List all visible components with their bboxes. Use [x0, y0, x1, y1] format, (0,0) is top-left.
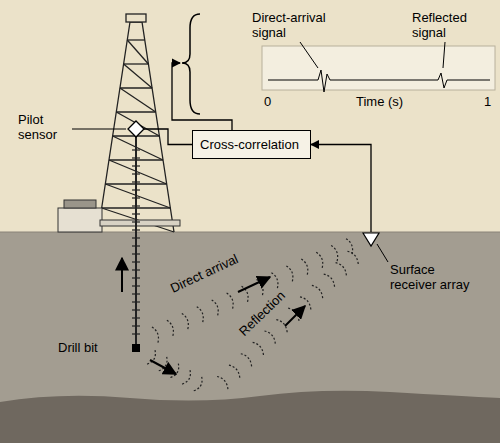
reflection-arrow	[285, 306, 305, 326]
drill-bit	[132, 344, 140, 352]
process-box: Cross-correlation	[192, 130, 311, 159]
leader-line	[377, 244, 388, 262]
pipe-joint	[132, 189, 140, 190]
receiver-callout: Surface receiver array	[362, 232, 480, 294]
leader-line	[72, 129, 126, 130]
axis-label: 0	[264, 94, 271, 109]
derrick-brace	[116, 112, 159, 136]
wavefront	[315, 251, 323, 267]
wavefronts	[147, 238, 358, 391]
pipe-joint	[132, 301, 140, 302]
pipe-joint	[132, 333, 140, 334]
wavefront	[215, 376, 227, 389]
wavefront	[227, 365, 239, 378]
pipe-joint	[132, 317, 140, 318]
pipe-joint	[132, 213, 140, 214]
wavefront	[150, 326, 158, 342]
wavefront	[263, 331, 275, 344]
derrick-brace	[113, 136, 163, 160]
derrick-brace	[109, 160, 167, 184]
signal-label: Direct-arrival signal	[252, 10, 332, 40]
derrick-brace	[105, 184, 170, 208]
pipe-joint	[132, 237, 140, 238]
pipe-joint	[132, 277, 140, 278]
leader-line	[443, 42, 445, 68]
node-label: Surface receiver array	[390, 262, 480, 292]
wavefront	[180, 313, 188, 329]
pipe-joint	[132, 269, 140, 270]
brace	[182, 14, 200, 114]
sensor-callout: Pilot sensor	[18, 112, 144, 146]
pipe-joint	[132, 309, 140, 310]
output-arrow	[172, 63, 232, 130]
node-label: Cross-correlation	[200, 137, 303, 152]
pipe-joint	[132, 173, 140, 174]
pipe-joint	[132, 181, 140, 182]
derrick-bar	[124, 63, 149, 64]
pipe-joint	[132, 221, 140, 222]
wavefront	[194, 377, 202, 391]
wavefront	[285, 265, 293, 281]
wavefront	[225, 292, 233, 308]
node-label: Pilot sensor	[18, 112, 70, 142]
wavefront	[170, 364, 178, 378]
connector	[144, 129, 192, 145]
derrick-brace	[127, 40, 148, 64]
pipe-joint	[132, 285, 140, 286]
wavefront	[270, 272, 278, 288]
derrick-brace	[124, 64, 152, 88]
rig-building	[58, 200, 180, 232]
derrick-bar	[116, 111, 155, 112]
pipe-joint	[132, 253, 140, 254]
signal-label: Reflected signal	[412, 10, 482, 40]
signal-panel	[262, 46, 495, 90]
wavefront	[182, 370, 190, 384]
pipe-joint	[132, 229, 140, 230]
down-arrow	[150, 360, 176, 374]
axis-label: 1	[484, 94, 491, 109]
wavefront	[300, 258, 308, 274]
ground	[0, 232, 500, 443]
wavefront	[210, 299, 218, 315]
pipe-joint	[132, 325, 140, 326]
uphole-arrow	[121, 258, 123, 292]
wavefront	[330, 245, 338, 261]
pipe-joint	[132, 149, 140, 150]
direct-arrow	[238, 277, 270, 292]
pipe-joint	[132, 293, 140, 294]
leader-line	[300, 42, 318, 68]
sensor-diamond	[128, 121, 144, 137]
wavefront	[346, 251, 358, 264]
pipe-joint	[132, 157, 140, 158]
wavefront	[195, 306, 203, 322]
connector	[311, 145, 371, 233]
pipe-joint	[132, 205, 140, 206]
derrick-bar	[127, 39, 144, 40]
wavefront	[310, 285, 322, 298]
wavefront	[251, 342, 263, 355]
receiver-triangle	[363, 233, 379, 246]
part-label: Drill bit	[58, 340, 98, 355]
wavefront	[239, 353, 251, 366]
pipe-joint	[132, 165, 140, 166]
deep-layer	[0, 391, 500, 443]
derrick-brace	[120, 88, 156, 112]
wavefront	[165, 319, 173, 335]
signal-trace	[268, 70, 490, 92]
derrick-bar	[120, 87, 152, 88]
pipe-joint	[132, 245, 140, 246]
wavefront	[334, 262, 346, 275]
pipe-joint	[132, 197, 140, 198]
axis-label: Time (s)	[356, 94, 403, 109]
pipe-joint	[132, 261, 140, 262]
drill-string	[132, 136, 140, 346]
wavefront	[322, 274, 334, 287]
